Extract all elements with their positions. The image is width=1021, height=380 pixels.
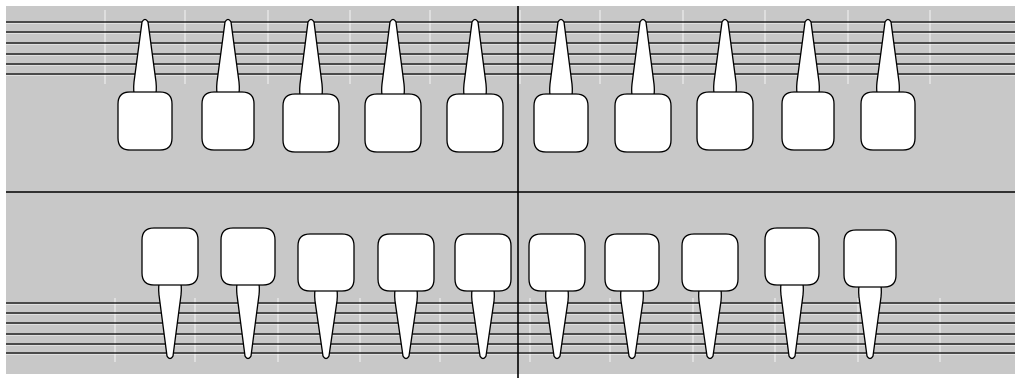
tooth-crown (378, 234, 434, 291)
tooth-crown (283, 94, 339, 152)
tooth-crown (605, 234, 659, 291)
tooth-crown (447, 94, 503, 152)
tooth-crown (202, 92, 254, 150)
tooth-crown (221, 228, 275, 285)
tooth-crown (844, 230, 896, 287)
tooth-crown (529, 234, 585, 291)
tooth-crown (697, 92, 753, 150)
tooth-crown (534, 94, 588, 152)
tooth-crown (455, 234, 511, 291)
tooth-crown (142, 228, 198, 285)
tooth-crown (615, 94, 671, 152)
tooth-crown (298, 234, 354, 291)
tooth-crown (365, 94, 421, 152)
tooth-crown (861, 92, 915, 150)
tooth-crown (782, 92, 834, 150)
tooth-crown (118, 92, 172, 150)
tooth-crown (682, 234, 738, 291)
tooth-crown (765, 228, 819, 285)
